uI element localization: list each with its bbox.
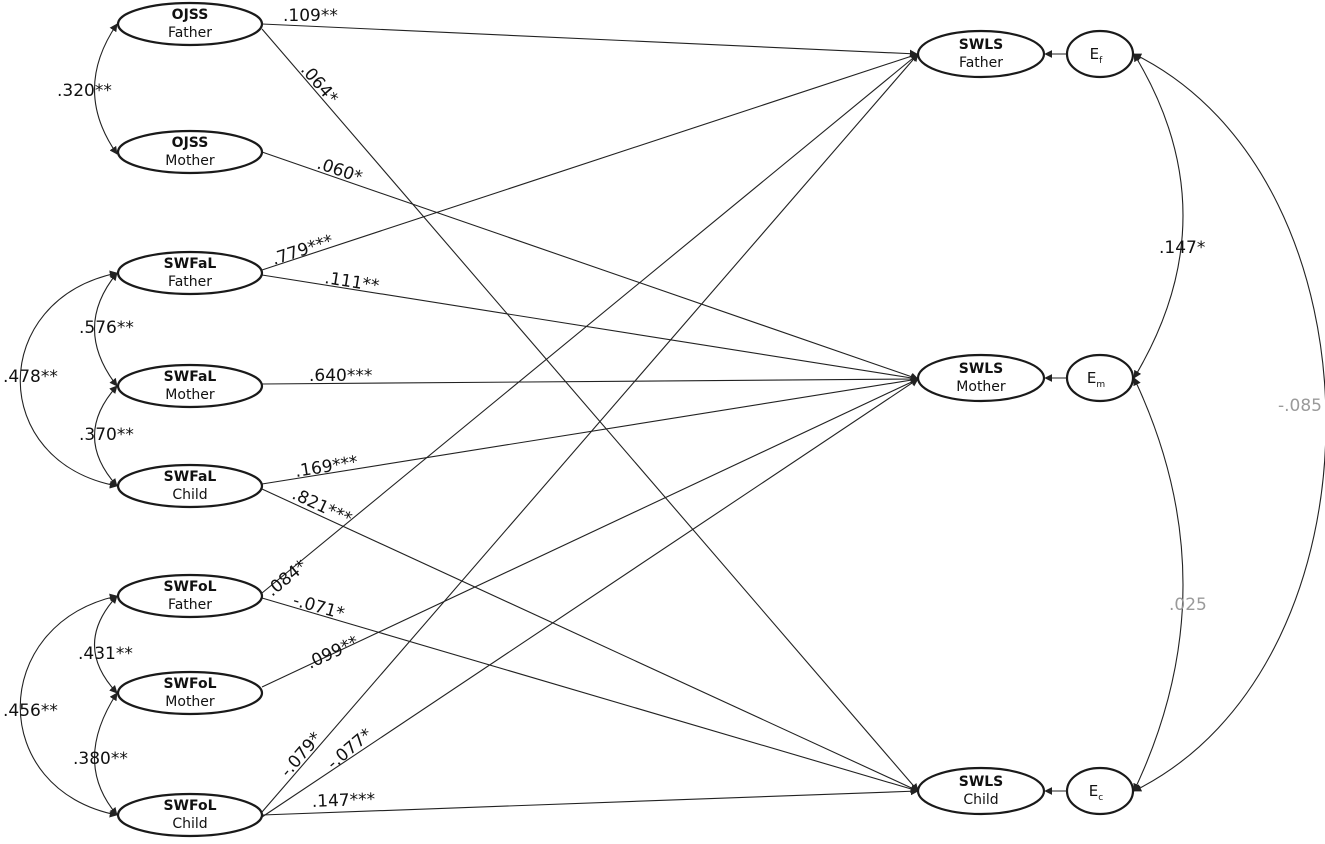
node-subtitle: Child xyxy=(172,816,207,832)
path-swfalc-swlsm xyxy=(261,376,919,485)
node-ojss-father: OJSS Father xyxy=(116,1,264,47)
error-term-ef: Ef xyxy=(1065,29,1135,79)
node-title: SWLS xyxy=(959,361,1004,377)
cov-swfol-fm: .431** xyxy=(78,644,133,664)
node-subtitle: Father xyxy=(168,25,212,41)
error-paths xyxy=(1044,50,1068,795)
path-swfolc-swlsc xyxy=(261,787,919,816)
path-swfalf-swlsm xyxy=(261,274,919,382)
cov-arc-ojss-fm xyxy=(94,23,118,155)
cov-arc-e-mc xyxy=(1133,377,1184,792)
cov-ojss-fm: .320** xyxy=(57,81,112,101)
node-subtitle: Child xyxy=(963,792,998,808)
error-label: E xyxy=(1090,45,1099,63)
path-ojssm-swlsm xyxy=(261,151,919,381)
error-label: E xyxy=(1087,369,1096,387)
node-title: SWLS xyxy=(959,37,1004,53)
cov-swfal-fm: .576** xyxy=(79,318,134,338)
cov-arc-swfol-mc xyxy=(93,692,118,816)
node-swfol-father: SWFoL Father xyxy=(116,573,264,619)
coef-swfalc-swlsc: .821*** xyxy=(289,484,355,529)
cov-swfal-mc: .370** xyxy=(79,425,134,445)
cov-swfal-fc: .478** xyxy=(3,367,58,387)
error-term-em: Em xyxy=(1065,353,1135,403)
node-swfol-child: SWFoL Child xyxy=(116,792,264,838)
path-swfolf-swlsf xyxy=(261,53,919,594)
cov-e-fc: -.085 xyxy=(1278,396,1322,416)
path-swfalc-swlsc xyxy=(261,488,919,792)
node-swls-father: SWLS Father xyxy=(916,29,1046,79)
node-ojss-mother: OJSS Mother xyxy=(116,129,264,175)
path-swfalf-swlsf xyxy=(261,52,919,271)
path-swfolc-swlsm xyxy=(261,378,919,818)
cov-arc-e-fc xyxy=(1133,53,1325,792)
node-swfol-mother: SWFoL Mother xyxy=(116,670,264,716)
cov-swfol-mc: .380** xyxy=(73,749,128,769)
path-swfolc-swlsf xyxy=(261,53,919,813)
covariance-coefficients: .320** .576** .370** .478** .431** .380*… xyxy=(3,81,1322,769)
cov-arc-swfol-fc xyxy=(19,593,118,818)
node-subtitle: Child xyxy=(172,487,207,503)
node-title: SWFoL xyxy=(163,798,216,814)
node-title: SWFoL xyxy=(163,676,216,692)
path-coefficients: .109** .064* .060* .779*** .111** .640**… xyxy=(263,6,381,812)
coef-swfolf-swlsc: -.071* xyxy=(291,591,347,625)
cov-arc-swfol-fm xyxy=(94,595,118,694)
node-title: OJSS xyxy=(172,7,209,23)
error-subscript: m xyxy=(1096,380,1105,390)
node-subtitle: Father xyxy=(959,55,1003,71)
path-swfolm-swlsm xyxy=(261,378,919,688)
node-subtitle: Father xyxy=(168,274,212,290)
node-subtitle: Mother xyxy=(165,153,215,169)
coef-swfalc-swlsm: .169*** xyxy=(294,452,360,482)
node-title: SWFaL xyxy=(164,469,217,485)
node-swfal-father: SWFaL Father xyxy=(116,250,264,296)
svg-text:Ec: Ec xyxy=(1089,782,1103,803)
cov-arc-e-fm xyxy=(1133,53,1184,379)
node-subtitle: Mother xyxy=(165,387,215,403)
path-ojssf-swlsf xyxy=(261,23,918,58)
path-swfalm-swlsm xyxy=(261,375,919,385)
node-title: OJSS xyxy=(172,135,209,151)
coef-swfalm-swlsm: .640*** xyxy=(309,366,372,386)
node-swfal-child: SWFaL Child xyxy=(116,463,264,509)
path-swfolf-swlsc xyxy=(261,597,919,793)
covariance-arcs-right xyxy=(1133,53,1325,792)
node-subtitle: Father xyxy=(168,597,212,613)
coef-swfolm-swlsm: .099** xyxy=(304,632,362,673)
svg-text:Ef: Ef xyxy=(1090,45,1103,66)
regression-paths xyxy=(261,23,919,818)
node-title: SWLS xyxy=(959,774,1004,790)
node-swls-mother: SWLS Mother xyxy=(916,353,1046,403)
error-label: E xyxy=(1089,782,1098,800)
node-title: SWFoL xyxy=(163,579,216,595)
error-subscript: f xyxy=(1099,56,1103,66)
node-title: SWFaL xyxy=(164,256,217,272)
cov-e-fm: .147* xyxy=(1159,238,1205,258)
node-swfal-mother: SWFaL Mother xyxy=(116,363,264,409)
coef-swfalf-swlsf: .779*** xyxy=(269,231,335,270)
coef-swfalf-swlsm: .111** xyxy=(323,268,380,296)
coef-ojssf-swlsf: .109** xyxy=(283,6,338,26)
error-term-ec: Ec xyxy=(1065,766,1135,816)
cov-swfol-fc: .456** xyxy=(3,701,58,721)
path-ojssf-swlsc xyxy=(261,28,919,792)
svg-text:Em: Em xyxy=(1087,369,1105,390)
node-subtitle: Mother xyxy=(165,694,215,710)
cov-arc-swfal-mc xyxy=(93,385,118,487)
coef-ojssf-swlsc: .064* xyxy=(296,60,342,108)
node-swls-child: SWLS Child xyxy=(916,766,1046,816)
coef-swfolc-swlsf: -.079* xyxy=(277,729,327,782)
cov-e-mc: .025 xyxy=(1169,595,1207,615)
coef-ojssm-swlsm: .060* xyxy=(314,154,364,188)
cov-arc-swfal-fc xyxy=(19,270,118,489)
cov-arc-swfal-fm xyxy=(93,272,118,387)
node-title: SWFaL xyxy=(164,369,217,385)
coef-swfolc-swlsc: .147*** xyxy=(311,790,375,812)
covariance-arcs-left xyxy=(19,23,118,818)
node-subtitle: Mother xyxy=(956,379,1006,395)
error-subscript: c xyxy=(1098,793,1103,803)
